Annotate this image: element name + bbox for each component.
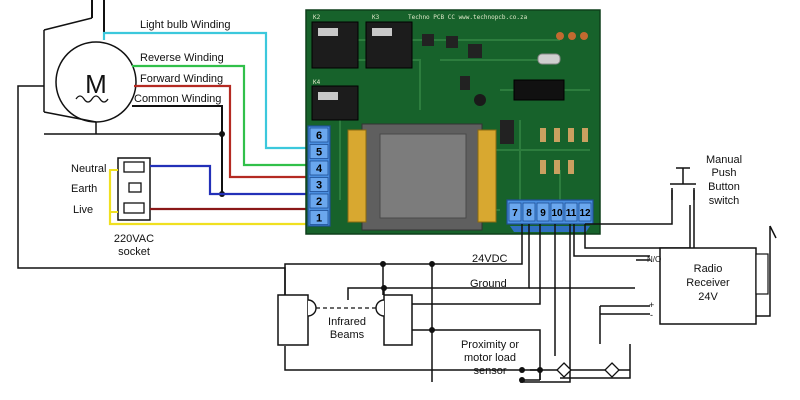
relay-k2-label: K2 (313, 14, 321, 21)
vdc-label: 24VDC (472, 253, 508, 265)
terminal-10-label: 10 (551, 208, 563, 219)
reverse-winding-wire (132, 64, 330, 167)
relay-k4-label: K4 (313, 79, 321, 86)
terminal-5-label: 5 (316, 147, 322, 159)
terminal-8 (522, 202, 536, 222)
terminal-7-label: 7 (512, 208, 518, 219)
socket-caption-line2: socket (118, 246, 150, 258)
infrared-beam-left (277, 294, 317, 346)
receiver-box (659, 247, 757, 325)
terminal-1 (309, 210, 329, 225)
socket-caption-line1: 220VAC (114, 233, 154, 245)
ic-chip (513, 79, 565, 101)
ground-label: Ground (470, 278, 507, 290)
sensor-label-line1: Proximity or (461, 339, 519, 351)
switch-label-line3: Button (708, 181, 740, 193)
terminal-11-label: 11 (566, 208, 577, 219)
terminal-1-label: 1 (316, 213, 322, 225)
earth-label: Earth (71, 183, 97, 195)
socket (109, 157, 151, 221)
junctions (380, 261, 543, 383)
receiver-label-line3: 24V (698, 291, 718, 303)
motor-symbol: M (85, 69, 107, 99)
switch-label-line4: switch (709, 195, 740, 207)
terminal-3-label: 3 (316, 180, 322, 192)
neutral-label: Neutral (71, 163, 106, 175)
relay-k3-label: K3 (372, 14, 380, 21)
left-terminal-block: 6 5 4 3 2 1 (307, 125, 331, 227)
terminal-8-label: 8 (526, 208, 532, 219)
sensor-label-line3: sensor (473, 365, 506, 377)
pcb-board: Techno PCB CC www.technopcb.co.za K2 K3 … (305, 9, 601, 235)
earth-wire (108, 212, 330, 226)
receiver-minus-label: - (650, 310, 653, 320)
live-label: Live (73, 204, 93, 216)
terminal-7 (508, 202, 522, 222)
receiver-label-line2: Receiver (686, 277, 730, 289)
terminal-3 (309, 177, 329, 192)
common-winding-label: Common Winding (134, 93, 221, 105)
receiver-no-label: N/O (647, 255, 661, 264)
forward-winding-label: Forward Winding (140, 73, 223, 85)
reverse-winding-label: Reverse Winding (140, 52, 224, 64)
terminal-2-label: 2 (316, 196, 322, 208)
terminal-2 (309, 193, 329, 209)
terminal-9 (536, 202, 550, 222)
terminal-9-label: 9 (540, 208, 546, 219)
infrared-label-line2: Beams (330, 329, 365, 341)
terminal-10 (550, 202, 564, 222)
light-bulb-winding-label: Light bulb Winding (140, 19, 231, 31)
terminal-12 (578, 202, 592, 222)
motor: M (43, 0, 137, 123)
switch-label-line1: Manual (706, 154, 742, 166)
switch-label-line2: Push (711, 167, 736, 179)
sensor-label-line2: motor load (464, 352, 516, 364)
receiver-plus-label: + (649, 300, 654, 310)
terminal-6 (309, 127, 329, 143)
pcb-brand-text: Techno PCB CC www.technopcb.co.za (408, 14, 528, 21)
receiver-connector (755, 253, 769, 295)
relay-k4 (311, 85, 359, 121)
light-bulb-wire (102, 31, 330, 150)
terminal-4 (309, 160, 329, 176)
infrared-beam-right (375, 294, 413, 346)
neutral-wire (150, 164, 222, 196)
antenna (769, 225, 777, 239)
terminal-4-label: 4 (316, 163, 323, 175)
proximity-sensor (530, 362, 630, 378)
push-button-switch[interactable] (670, 167, 696, 200)
terminal-11 (564, 202, 578, 222)
terminal-12-label: 12 (579, 208, 591, 219)
receiver-label-line1: Radio (694, 263, 723, 275)
terminal-5 (309, 144, 329, 159)
infrared-label-line1: Infrared (328, 316, 366, 328)
forward-winding-wire (134, 84, 330, 179)
terminal-6-label: 6 (316, 130, 322, 142)
radio-receiver (659, 225, 777, 325)
